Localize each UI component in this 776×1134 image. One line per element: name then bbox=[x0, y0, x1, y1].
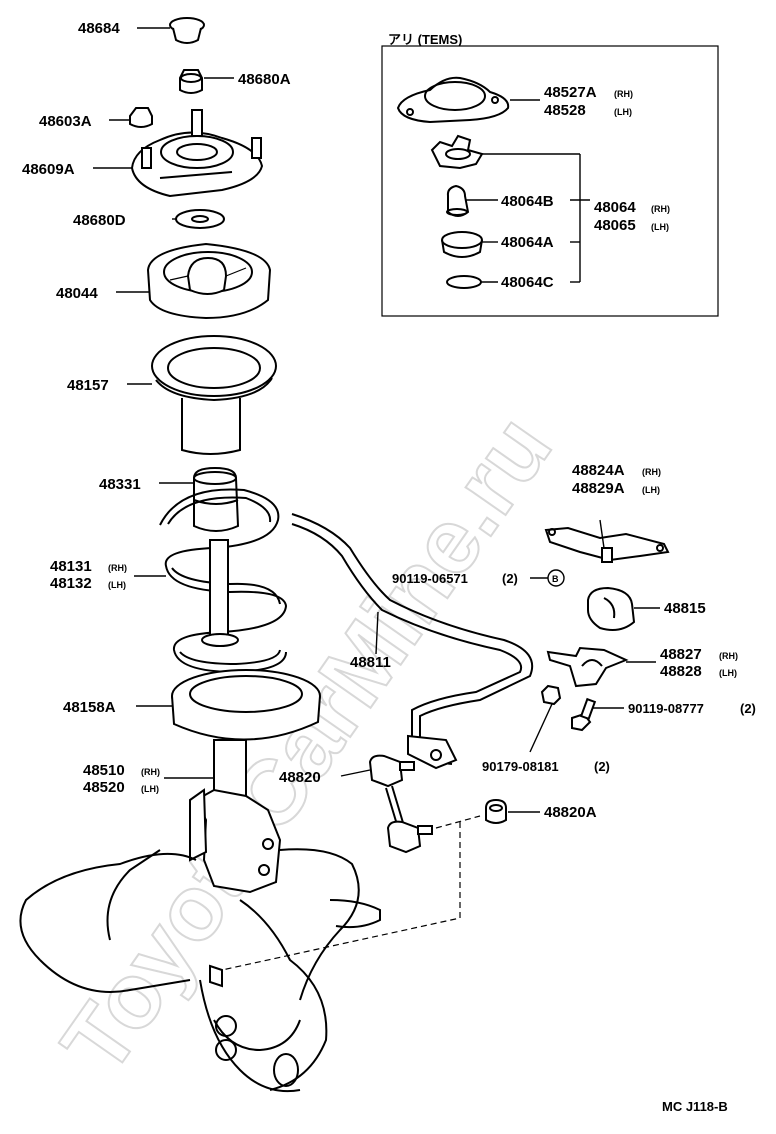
label-48064c: 48064C bbox=[501, 274, 554, 291]
label-48132-side: (LH) bbox=[108, 580, 126, 590]
label-48528-side: (LH) bbox=[614, 107, 632, 117]
label-48609a: 48609A bbox=[22, 161, 75, 178]
label-48528: 48528 bbox=[544, 102, 586, 119]
inset-frame bbox=[381, 45, 719, 317]
label-48064-side: (RH) bbox=[651, 204, 670, 214]
b-marker-letter: B bbox=[552, 574, 559, 584]
label-48827-side: (RH) bbox=[719, 651, 738, 661]
part-48820a-drawing bbox=[485, 798, 507, 824]
part-48064c-drawing bbox=[446, 275, 482, 289]
label-48331: 48331 bbox=[99, 476, 141, 493]
part-48331-drawing bbox=[193, 466, 240, 532]
label-48603a: 48603A bbox=[39, 113, 92, 130]
label-48064: 48064 bbox=[594, 199, 636, 216]
tems-inset: アリ (TEMS) bbox=[381, 32, 719, 317]
part-48680a-drawing bbox=[179, 69, 203, 94]
label-48527a-side: (RH) bbox=[614, 89, 633, 99]
part-48044-drawing bbox=[146, 242, 272, 320]
part-90119-08777-drawing bbox=[571, 697, 597, 732]
label-48824a: 48824A bbox=[572, 462, 625, 479]
label-48065: 48065 bbox=[594, 217, 636, 234]
part-48815-drawing bbox=[587, 586, 636, 631]
label-48827: 48827 bbox=[660, 646, 702, 663]
part-48609a-drawing bbox=[130, 109, 264, 198]
part-48064a-drawing bbox=[441, 231, 483, 258]
label-48064a: 48064A bbox=[501, 234, 554, 251]
part-48680d-drawing bbox=[175, 209, 225, 229]
part-48684-drawing bbox=[169, 17, 205, 44]
label-48829a: 48829A bbox=[572, 480, 625, 497]
label-48828-side: (LH) bbox=[719, 668, 737, 678]
label-48158a: 48158A bbox=[63, 699, 116, 716]
label-48828: 48828 bbox=[660, 663, 702, 680]
label-48815: 48815 bbox=[664, 600, 706, 617]
diagram-code: MC J118-B bbox=[662, 1099, 728, 1114]
label-48811: 48811 bbox=[350, 654, 391, 671]
label-90119-06571-qty: (2) bbox=[502, 571, 518, 586]
connection-dashed-line bbox=[221, 822, 461, 971]
part-48824a-drawing bbox=[544, 526, 670, 563]
strut-rod-drawing bbox=[209, 539, 229, 641]
inset-title: アリ (TEMS) bbox=[388, 32, 462, 47]
label-48527a: 48527A bbox=[544, 84, 597, 101]
part-48158a-drawing bbox=[171, 669, 321, 741]
label-48829a-side: (LH) bbox=[642, 485, 660, 495]
label-48510: 48510 bbox=[83, 762, 125, 779]
label-48131: 48131 bbox=[50, 558, 92, 575]
label-48820: 48820 bbox=[279, 769, 321, 786]
part-48603a-drawing bbox=[129, 107, 153, 128]
label-90119-06571: 90119-06571 bbox=[392, 571, 468, 586]
b-marker: B bbox=[547, 569, 565, 587]
label-48044: 48044 bbox=[56, 285, 98, 302]
label-48510-side: (RH) bbox=[141, 767, 160, 777]
label-48131-side: (RH) bbox=[108, 563, 127, 573]
part-48064b-drawing bbox=[446, 184, 470, 217]
label-48132: 48132 bbox=[50, 575, 92, 592]
part-90179-08181-drawing bbox=[540, 684, 562, 706]
part-48827-drawing bbox=[546, 646, 629, 688]
part-48527a-drawing bbox=[396, 76, 510, 124]
strut-collar-drawing bbox=[201, 633, 239, 647]
label-48157: 48157 bbox=[67, 377, 109, 394]
label-48824a-side: (RH) bbox=[642, 467, 661, 477]
label-90119-08777-qty: (2) bbox=[740, 701, 756, 716]
part-48157-drawing bbox=[151, 335, 277, 455]
part-48064-bracket-drawing bbox=[430, 134, 484, 170]
knuckle-arm-drawing bbox=[19, 848, 381, 1093]
link-dashed-line bbox=[435, 815, 481, 829]
part-48811-stabilizer-drawing bbox=[291, 513, 534, 770]
label-48680a: 48680A bbox=[238, 71, 291, 88]
label-48064b: 48064B bbox=[501, 193, 554, 210]
label-48820a: 48820A bbox=[544, 804, 597, 821]
label-90119-08777: 90119-08777 bbox=[628, 701, 704, 716]
label-48520: 48520 bbox=[83, 779, 125, 796]
label-48520-side: (LH) bbox=[141, 784, 159, 794]
part-48510-strut-drawing bbox=[189, 739, 282, 894]
label-48680d: 48680D bbox=[73, 212, 126, 229]
watermark: ToyotaCarMine.ru bbox=[43, 398, 571, 1092]
label-48065-side: (LH) bbox=[651, 222, 669, 232]
part-48131-spring-drawing bbox=[159, 488, 288, 674]
part-48820-link-drawing bbox=[368, 754, 433, 854]
label-90179-08181-qty: (2) bbox=[594, 759, 610, 774]
label-90179-08181: 90179-08181 bbox=[482, 759, 559, 774]
label-48684: 48684 bbox=[78, 20, 120, 37]
